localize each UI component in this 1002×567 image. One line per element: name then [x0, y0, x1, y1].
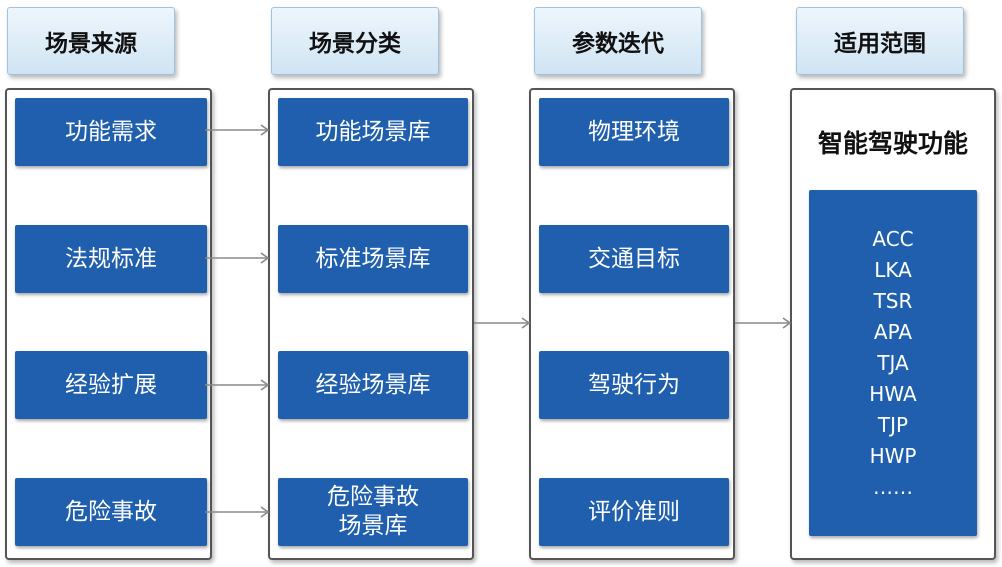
- function-item: LKA: [874, 257, 912, 282]
- parameter-box-evaluation-criteria: 评价准则: [539, 478, 729, 546]
- arrowhead-parameters-to-scope: [782, 317, 792, 329]
- header-applicable-scope: 适用范围: [796, 7, 964, 75]
- column-scene-classification: 功能场景库 标准场景库 经验场景库 危险事故 场景库: [268, 88, 474, 560]
- function-item: APA: [873, 319, 913, 344]
- source-label: 功能需求: [65, 118, 157, 145]
- arrowhead-classification-to-parameters: [521, 317, 531, 329]
- source-box-regulations: 法规标准: [15, 225, 207, 293]
- column-applicable-scope: 智能驾驶功能 ACC LKA TSR APA TJA HWA TJP HWP ……: [790, 88, 996, 560]
- column-parameter-iteration: 物理环境 交通目标 驾驶行为 评价准则: [529, 88, 735, 560]
- function-item: ACC: [872, 226, 914, 251]
- function-item: TSR: [873, 288, 913, 313]
- function-list-box: ACC LKA TSR APA TJA HWA TJP HWP ……: [809, 190, 977, 536]
- header-scene-source: 场景来源: [7, 7, 175, 75]
- scope-title: 智能驾驶功能: [817, 129, 968, 158]
- parameter-box-driving-behavior: 驾驶行为: [539, 351, 729, 419]
- arrowhead-experience: [260, 379, 270, 391]
- parameter-label: 评价准则: [588, 498, 680, 525]
- column-scene-source: 功能需求 法规标准 经验扩展 危险事故: [5, 88, 212, 560]
- category-label: 功能场景库: [315, 118, 431, 145]
- parameter-box-traffic-targets: 交通目标: [539, 225, 729, 293]
- arrowhead-functional: [260, 124, 270, 136]
- arrowhead-regulations: [260, 252, 270, 264]
- function-item: HWA: [869, 381, 917, 406]
- function-item: TJA: [877, 350, 909, 375]
- function-item: ……: [873, 474, 913, 499]
- category-box-functional: 功能场景库: [278, 98, 468, 166]
- category-box-accidents: 危险事故 场景库: [278, 478, 468, 546]
- category-box-experience: 经验场景库: [278, 351, 468, 419]
- function-item: TJP: [877, 412, 909, 437]
- parameter-label: 驾驶行为: [588, 371, 680, 398]
- category-label: 标准场景库: [315, 245, 431, 272]
- header-parameter-iteration: 参数迭代: [534, 7, 702, 75]
- source-label: 经验扩展: [65, 371, 157, 398]
- category-label: 危险事故 场景库: [327, 484, 419, 539]
- parameter-label: 物理环境: [588, 118, 680, 145]
- source-box-accidents: 危险事故: [15, 478, 207, 546]
- parameter-box-physical-environment: 物理环境: [539, 98, 729, 166]
- source-label: 危险事故: [65, 498, 157, 525]
- parameter-label: 交通目标: [588, 245, 680, 272]
- function-item: HWP: [869, 443, 917, 468]
- category-box-standard: 标准场景库: [278, 225, 468, 293]
- category-label: 经验场景库: [315, 371, 431, 398]
- header-scene-classification: 场景分类: [271, 7, 439, 75]
- source-box-functional-requirements: 功能需求: [15, 98, 207, 166]
- source-box-experience: 经验扩展: [15, 351, 207, 419]
- source-label: 法规标准: [65, 245, 157, 272]
- arrowhead-accidents: [260, 506, 270, 518]
